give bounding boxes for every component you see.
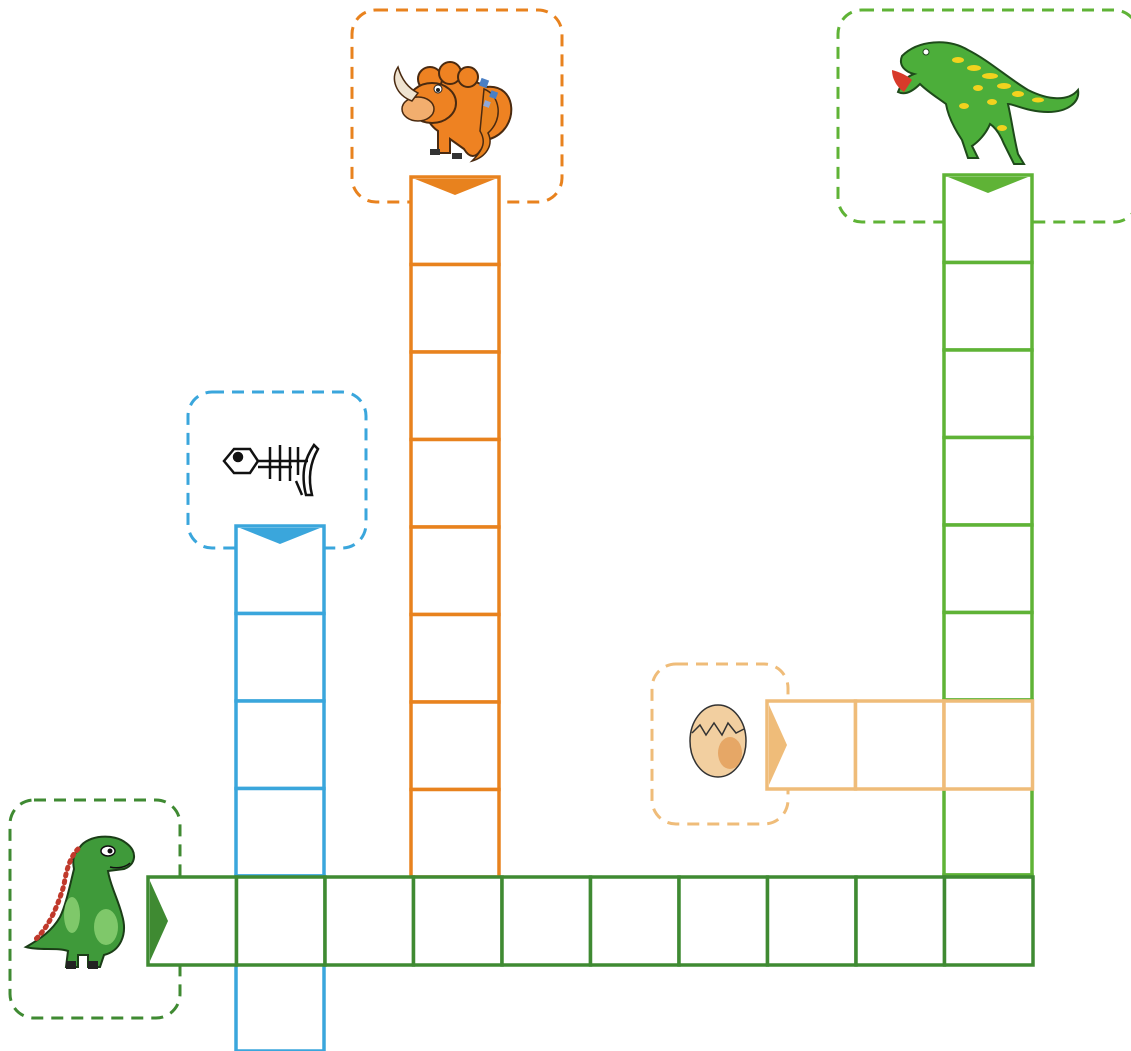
small-green-dinosaur-answer-cell[interactable] <box>323 875 416 967</box>
small-green-dinosaur-answer-cell[interactable] <box>234 875 327 967</box>
small-green-dinosaur-answer-cell[interactable] <box>765 875 858 967</box>
triceratops-answer-cell[interactable] <box>409 525 501 617</box>
triceratops-answer-cell[interactable] <box>409 262 501 354</box>
fish-skeleton-answer-cell[interactable] <box>234 699 326 791</box>
triceratops-icon <box>393 61 513 163</box>
small-green-dinosaur-answer-cell[interactable] <box>942 875 1035 967</box>
dinosaur-egg-answer-cell[interactable] <box>942 699 1035 791</box>
fish-skeleton-answer-cell[interactable] <box>234 611 326 703</box>
fish-skeleton-clue-box <box>186 390 368 550</box>
dinosaur-egg-answer-cell[interactable] <box>853 699 946 791</box>
fish-skeleton-start-arrow <box>240 528 320 544</box>
small-green-dinosaur-answer-cell[interactable] <box>146 875 239 967</box>
t-rex-answer-cell[interactable] <box>942 260 1034 352</box>
small-green-dinosaur-answer-cell[interactable] <box>588 875 681 967</box>
dinosaur-egg-icon <box>689 704 747 778</box>
triceratops-start-arrow <box>415 179 495 195</box>
small-green-dinosaur-start-arrow <box>150 881 168 961</box>
fish-skeleton-answer-cell[interactable] <box>234 961 326 1051</box>
fish-skeleton-icon <box>222 443 320 497</box>
triceratops-answer-cell[interactable] <box>409 612 501 704</box>
t-rex-answer-cell[interactable] <box>942 785 1034 877</box>
fish-skeleton-answer-cell[interactable] <box>234 786 326 878</box>
triceratops-answer-cell[interactable] <box>409 175 501 267</box>
small-green-dinosaur-answer-cell[interactable] <box>411 875 504 967</box>
small-green-dinosaur-icon <box>23 835 135 969</box>
t-rex-answer-cell[interactable] <box>942 435 1034 527</box>
t-rex-clue-box <box>836 8 1131 224</box>
small-green-dinosaur-answer-cell[interactable] <box>854 875 947 967</box>
t-rex-start-arrow <box>948 177 1028 193</box>
triceratops-answer-cell[interactable] <box>409 787 501 879</box>
small-green-dinosaur-answer-cell[interactable] <box>500 875 593 967</box>
answer-cells <box>146 173 1035 1051</box>
dinosaur-egg-start-arrow <box>769 705 787 785</box>
start-arrows <box>150 177 1028 961</box>
triceratops-answer-cell[interactable] <box>409 350 501 442</box>
t-rex-answer-cell[interactable] <box>942 610 1034 702</box>
t-rex-icon <box>892 41 1080 165</box>
triceratops-answer-cell[interactable] <box>409 437 501 529</box>
small-green-dinosaur-answer-cell[interactable] <box>677 875 770 967</box>
t-rex-answer-cell[interactable] <box>942 348 1034 440</box>
triceratops-answer-cell[interactable] <box>409 700 501 792</box>
t-rex-answer-cell[interactable] <box>942 523 1034 615</box>
